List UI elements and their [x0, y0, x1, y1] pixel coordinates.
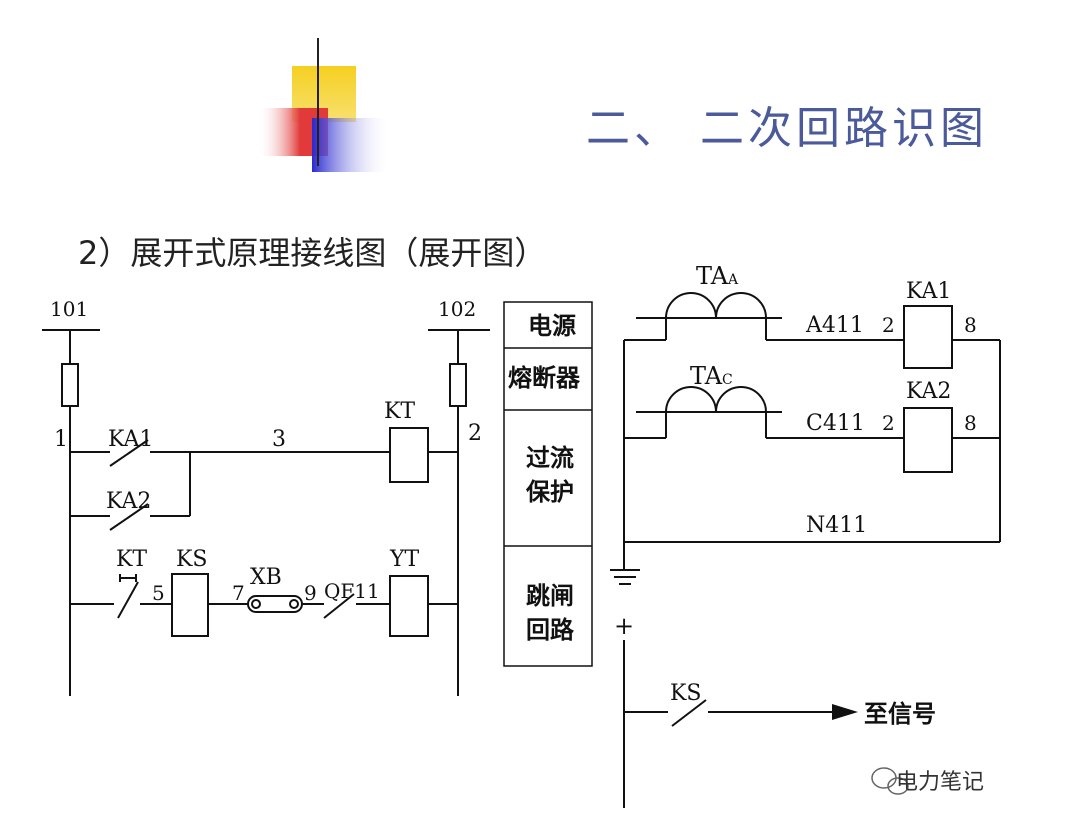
- ka1-contact-label: KA1: [108, 427, 153, 452]
- bus-right-label: 102: [438, 297, 476, 321]
- ka2-contact-label: KA2: [106, 489, 151, 514]
- node-1-label: 1: [54, 427, 68, 452]
- plus-terminal: +: [614, 612, 634, 640]
- ka1-pin-2: 2: [882, 313, 895, 337]
- subtitle: 2）展开式原理接线图（展开图）: [78, 234, 547, 272]
- bus-left-label: 101: [50, 297, 88, 321]
- node-7-label: 7: [232, 581, 245, 605]
- dc-circuit: [42, 329, 490, 696]
- slide-title: 二、 二次回路识图: [586, 103, 988, 154]
- node-9-label: 9: [304, 581, 317, 605]
- ka1-pin-8: 8: [964, 313, 977, 337]
- ka2-relay-label: KA2: [906, 379, 951, 404]
- ks-contact-label: KS: [670, 681, 702, 706]
- yt-coil-label: YT: [389, 547, 420, 572]
- signal-arrow-icon: [832, 704, 858, 720]
- legend-trip: 跳闸回路: [526, 582, 575, 644]
- title-decoration: [258, 38, 1010, 172]
- ks-relay-label: KS: [176, 547, 208, 572]
- legend-overcurrent: 过流保护: [525, 444, 574, 506]
- ac-circuit: [610, 292, 1001, 808]
- xb-link-label: XB: [250, 565, 282, 590]
- wire-a411-label: A411: [805, 313, 864, 338]
- legend-power: 电源: [528, 312, 576, 340]
- node-2-label: 2: [468, 421, 482, 446]
- node-5-label: 5: [152, 581, 165, 605]
- ka2-pin-2: 2: [882, 411, 895, 435]
- ka2-pin-8: 8: [964, 411, 977, 435]
- ka1-relay-label: KA1: [906, 279, 951, 304]
- to-signal-label: 至信号: [864, 700, 936, 728]
- wechat-icon: [871, 767, 909, 795]
- watermark-text: 电力笔记: [896, 770, 985, 795]
- ta-a-label: TAA: [696, 262, 739, 290]
- wire-c411-label: C411: [806, 411, 865, 436]
- wire-n411-label: N411: [806, 513, 867, 538]
- legend-fuse: 熔断器: [508, 364, 581, 392]
- wire-3-label: 3: [272, 427, 286, 452]
- kt-contact-label: KT: [116, 547, 147, 572]
- qf11-contact-label: QF11: [324, 579, 380, 603]
- ta-c-label: TAC: [690, 362, 733, 390]
- kt-coil-label: KT: [384, 399, 415, 424]
- legend-column: [503, 301, 593, 667]
